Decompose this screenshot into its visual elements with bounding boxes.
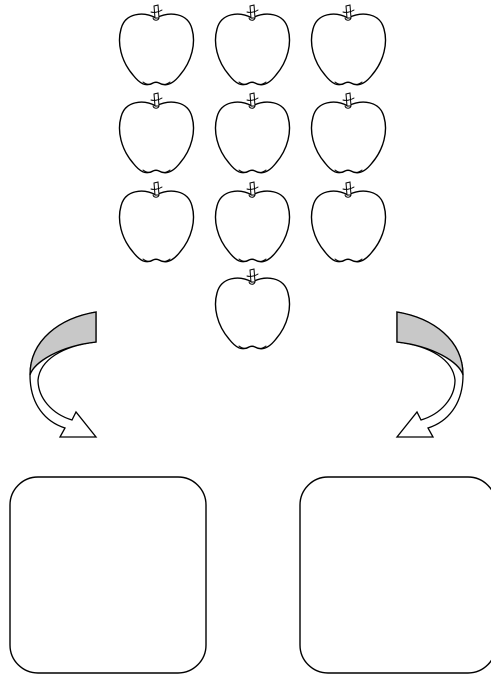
left-curved-arrow [29, 311, 98, 438]
apple-icon [214, 268, 291, 350]
sorting-box-left [9, 476, 207, 674]
apple-icon [214, 181, 291, 263]
sorting-box-right [299, 476, 491, 674]
apple-icon [118, 181, 195, 263]
right-curved-arrow [395, 311, 464, 438]
apple-icon [310, 181, 387, 263]
apple-icon [118, 92, 195, 174]
apple-group [118, 4, 387, 350]
apple-icon [118, 4, 195, 86]
apple-icon [214, 92, 291, 174]
arrow-band-right [396, 311, 464, 376]
apple-icon [214, 4, 291, 86]
apple-icon [310, 4, 387, 86]
arrow-band-left [29, 311, 97, 376]
apple-icon [310, 92, 387, 174]
